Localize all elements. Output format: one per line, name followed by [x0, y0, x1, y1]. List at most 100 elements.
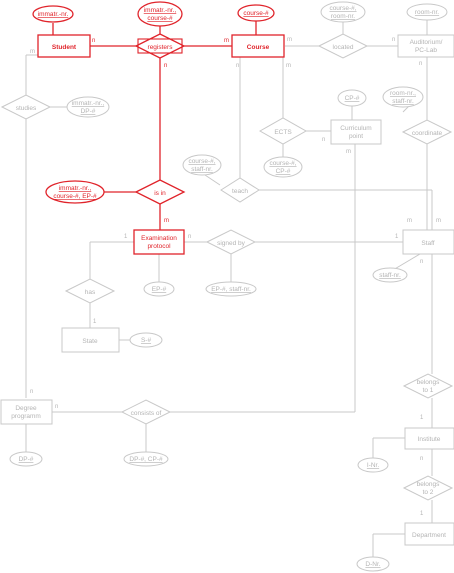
- attribute-teach-key[interactable]: course-#, staff-nr.: [182, 154, 222, 176]
- relationship-registers[interactable]: registers: [134, 33, 186, 59]
- card-course-located: m: [287, 37, 292, 43]
- attribute-signed-key-label: EP-#, staff-nr.: [211, 286, 251, 293]
- card-has-state: 1: [93, 319, 97, 325]
- relationship-is-in[interactable]: is in: [134, 179, 186, 205]
- entity-state-label: State: [82, 338, 98, 345]
- entity-staff[interactable]: Staff: [402, 229, 454, 255]
- attribute-coordinate-key[interactable]: room-nr., staff-nr.: [382, 86, 424, 108]
- relationship-belongs-to-2[interactable]: belongs to 2: [402, 475, 454, 501]
- card-isin-exam: m: [164, 218, 169, 224]
- attribute-immatr-nr[interactable]: immatr.-nr.: [32, 5, 74, 23]
- relationship-belongs1-label-2: to 1: [423, 387, 434, 394]
- attribute-studies-key-label-1: immatr.-nr.,: [72, 100, 105, 107]
- relationship-consists-of-label: consists of: [131, 410, 162, 417]
- attribute-dp-key[interactable]: DP-#: [9, 451, 43, 467]
- entity-curriculum-label-1: Curriculum: [340, 125, 371, 132]
- card-course-ects: m: [286, 63, 291, 69]
- attribute-ects-key-label-1: course-#,: [269, 160, 296, 167]
- attribute-cp-key[interactable]: CP-#: [337, 89, 367, 107]
- card-belongs2-department: 1: [420, 511, 424, 517]
- entity-course-label: Course: [247, 44, 270, 51]
- attribute-registers-key-label-2: course-#: [147, 15, 173, 22]
- entity-exam-label-1: Examination: [141, 235, 177, 242]
- card-exam-signed: n: [188, 234, 191, 240]
- attribute-course-key[interactable]: course-#: [237, 4, 275, 22]
- relationship-ects[interactable]: ECTS: [258, 117, 308, 145]
- attribute-institute-key-label: I-Nr.: [367, 462, 379, 469]
- attribute-room-nr-label: room-nr.: [415, 9, 439, 16]
- attribute-coordinate-key-label-2: staff-nr.: [392, 98, 414, 105]
- attribute-room-nr[interactable]: room-nr.: [406, 3, 448, 21]
- relationship-has[interactable]: has: [64, 278, 116, 304]
- relationship-studies-label: studies: [16, 105, 37, 112]
- attribute-registers-key[interactable]: immatr.-nr., course-#: [137, 1, 183, 27]
- relationship-registers-label: registers: [148, 44, 174, 51]
- card-ects-curriculum: n: [322, 137, 325, 143]
- card-coordinate-staff: m: [436, 218, 441, 224]
- entity-degree-programm[interactable]: Degree programm: [0, 399, 53, 425]
- entity-department[interactable]: Department: [404, 522, 454, 546]
- entity-student[interactable]: Student: [37, 34, 91, 58]
- relationship-located-label: located: [333, 44, 354, 51]
- attribute-staff-nr[interactable]: staff-nr.: [372, 267, 408, 283]
- card-student-registers: n: [92, 38, 95, 44]
- card-registers-course: m: [224, 38, 229, 44]
- card-located-room: n: [392, 37, 395, 43]
- entity-student-label: Student: [52, 44, 77, 51]
- attribute-dp-key-label: DP-#: [19, 456, 34, 463]
- attribute-ep-key[interactable]: EP-#: [143, 281, 175, 297]
- relationship-studies[interactable]: studies: [0, 94, 52, 120]
- attribute-course-key-label: course-#: [243, 10, 269, 17]
- entity-staff-label: Staff: [421, 240, 434, 247]
- card-curriculum-consists: m: [346, 149, 351, 155]
- relationship-consists-of[interactable]: consists of: [120, 399, 172, 425]
- entity-curriculum-point[interactable]: Curriculum point: [330, 119, 382, 145]
- attribute-coordinate-key-label-1: room-nr.,: [390, 90, 416, 97]
- entity-degree-label-1: Degree: [15, 405, 37, 412]
- attribute-signed-key[interactable]: EP-#, staff-nr.: [205, 281, 257, 297]
- entity-institute[interactable]: Institute: [404, 427, 454, 450]
- attribute-cp-key-label: CP-#: [345, 95, 360, 102]
- entity-course[interactable]: Course: [231, 34, 285, 58]
- card-belongs1-institute: 1: [420, 415, 424, 421]
- attribute-department-key-label: D-Nr.: [365, 561, 380, 568]
- attribute-consists-key[interactable]: DP-#, CP-#: [123, 451, 169, 467]
- entity-degree-label-2: programm: [11, 413, 41, 420]
- card-course-teach: n: [236, 63, 239, 69]
- attribute-department-key[interactable]: D-Nr.: [356, 556, 390, 572]
- relationship-located[interactable]: located: [317, 33, 369, 59]
- attribute-is-in-key[interactable]: immatr.-nr., course-#, EP-#: [45, 180, 105, 204]
- muted-connections: [25, 18, 433, 558]
- attribute-registers-key-label-1: immatr.-nr.,: [144, 7, 177, 14]
- attribute-teach-key-label-1: course-#,: [188, 158, 215, 165]
- entity-state[interactable]: State: [61, 327, 120, 353]
- attribute-institute-key[interactable]: I-Nr.: [357, 457, 389, 473]
- entity-exam-label-2: protocol: [147, 243, 171, 250]
- attribute-located-key[interactable]: course-#, room-nr.: [320, 1, 366, 23]
- entity-auditorium-label-1: Auditorium/: [410, 39, 443, 46]
- attribute-studies-key[interactable]: immatr.-nr., DP-#: [66, 96, 110, 118]
- attribute-ep-key-label: EP-#: [152, 286, 167, 293]
- card-signed-staff: 1: [395, 234, 399, 240]
- attribute-state-key-label: S-#: [141, 337, 152, 344]
- attribute-immatr-nr-label: immatr.-nr.: [38, 11, 69, 18]
- relationship-belongs1-label-1: belongs: [417, 379, 441, 386]
- relationship-is-in-label: is in: [154, 190, 166, 197]
- entity-auditorium[interactable]: Auditorium/ PC-Lab: [397, 34, 454, 58]
- entity-examination-protocol[interactable]: Examination protocol: [133, 229, 185, 255]
- attribute-is-in-key-label-2: course-#, EP-#: [53, 193, 97, 200]
- relationship-signed-by[interactable]: signed by: [205, 229, 257, 255]
- attribute-located-key-label-2: room-nr.: [331, 13, 355, 20]
- relationship-belongs-to-1[interactable]: belongs to 1: [402, 373, 454, 399]
- entity-institute-label: Institute: [418, 436, 441, 443]
- relationship-teach[interactable]: teach: [220, 177, 260, 203]
- relationship-teach-label: teach: [232, 188, 248, 195]
- attribute-state-key[interactable]: S-#: [129, 332, 163, 348]
- attribute-consists-key-label: DP-#, CP-#: [129, 456, 163, 463]
- attribute-located-key-label-1: course-#,: [329, 5, 356, 12]
- attribute-ects-key[interactable]: course-#, CP-#: [263, 156, 303, 178]
- relationship-coordinate[interactable]: coordinate: [401, 119, 453, 145]
- card-teach-staff: m: [407, 218, 412, 224]
- card-institute-belongs2: n: [420, 456, 423, 462]
